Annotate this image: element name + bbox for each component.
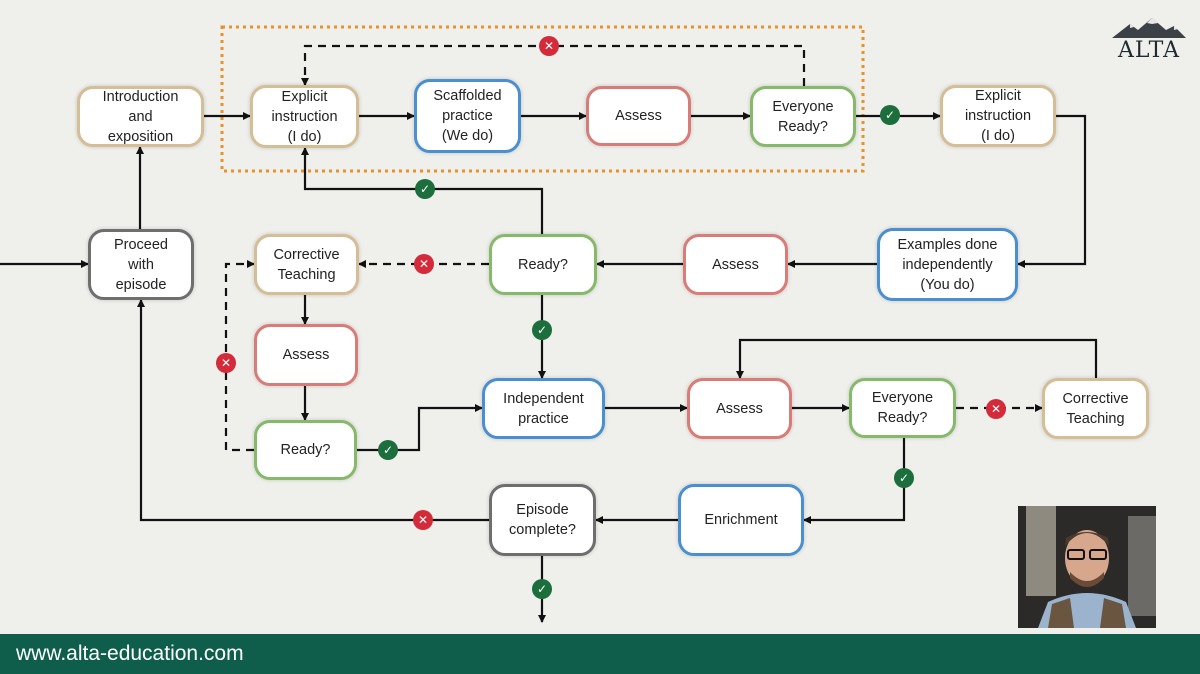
logo-text: ALTA xyxy=(1117,38,1181,63)
check-icon: ✓ xyxy=(415,179,435,199)
cross-icon: ✕ xyxy=(414,254,434,274)
arrow-explicit2-examples xyxy=(1017,114,1087,268)
node-scaffolded-practice: Scaffolded practice (We do) xyxy=(414,79,521,153)
check-icon: ✓ xyxy=(894,468,914,488)
arrow-everyone2-enrichment xyxy=(803,438,906,524)
node-assess-1: Assess xyxy=(586,86,691,146)
cross-icon: ✕ xyxy=(539,36,559,56)
presenter-video xyxy=(1018,506,1156,628)
node-everyone-ready-2: Everyone Ready? xyxy=(849,378,956,438)
arrow-ready2-loopback xyxy=(224,260,255,452)
node-enrichment: Enrichment xyxy=(678,484,804,556)
node-independent-practice: Independent practice xyxy=(482,378,605,439)
node-ready-1: Ready? xyxy=(489,234,597,295)
node-corrective-teaching-1: Corrective Teaching xyxy=(254,234,359,295)
cross-icon: ✕ xyxy=(413,510,433,530)
cross-icon: ✕ xyxy=(986,399,1006,419)
check-icon: ✓ xyxy=(532,579,552,599)
check-icon: ✓ xyxy=(880,105,900,125)
footer-bar: www.alta-education.com xyxy=(0,634,1200,674)
node-explicit-instruction-2: Explicit instruction (I do) xyxy=(940,85,1056,147)
node-ready-2: Ready? xyxy=(254,420,357,480)
arrow-corrective2-assess4 xyxy=(736,338,1098,379)
cross-icon: ✕ xyxy=(216,353,236,373)
node-intro: Introduction and exposition xyxy=(77,86,204,147)
node-assess-2: Assess xyxy=(254,324,358,386)
node-corrective-teaching-2: Corrective Teaching xyxy=(1042,378,1149,439)
check-icon: ✓ xyxy=(378,440,398,460)
node-proceed: Proceed with episode xyxy=(88,229,194,300)
presenter-image xyxy=(1018,506,1156,628)
loop-highlight-box xyxy=(220,25,865,173)
node-examples-independently: Examples done independently (You do) xyxy=(877,228,1018,301)
mountain-logo-icon xyxy=(1112,18,1186,38)
node-assess-3: Assess xyxy=(683,234,788,295)
arrow-episode-proceed xyxy=(137,299,489,522)
footer-url[interactable]: www.alta-education.com xyxy=(16,642,244,665)
arrow-everyone-loopback xyxy=(301,44,806,86)
node-assess-4: Assess xyxy=(687,378,792,439)
node-everyone-ready-1: Everyone Ready? xyxy=(750,86,856,147)
node-episode-complete: Episode complete? xyxy=(489,484,596,556)
check-icon: ✓ xyxy=(532,320,552,340)
node-explicit-instruction-1: Explicit instruction (I do) xyxy=(250,85,359,148)
arrow-ready2-independent xyxy=(357,404,483,452)
